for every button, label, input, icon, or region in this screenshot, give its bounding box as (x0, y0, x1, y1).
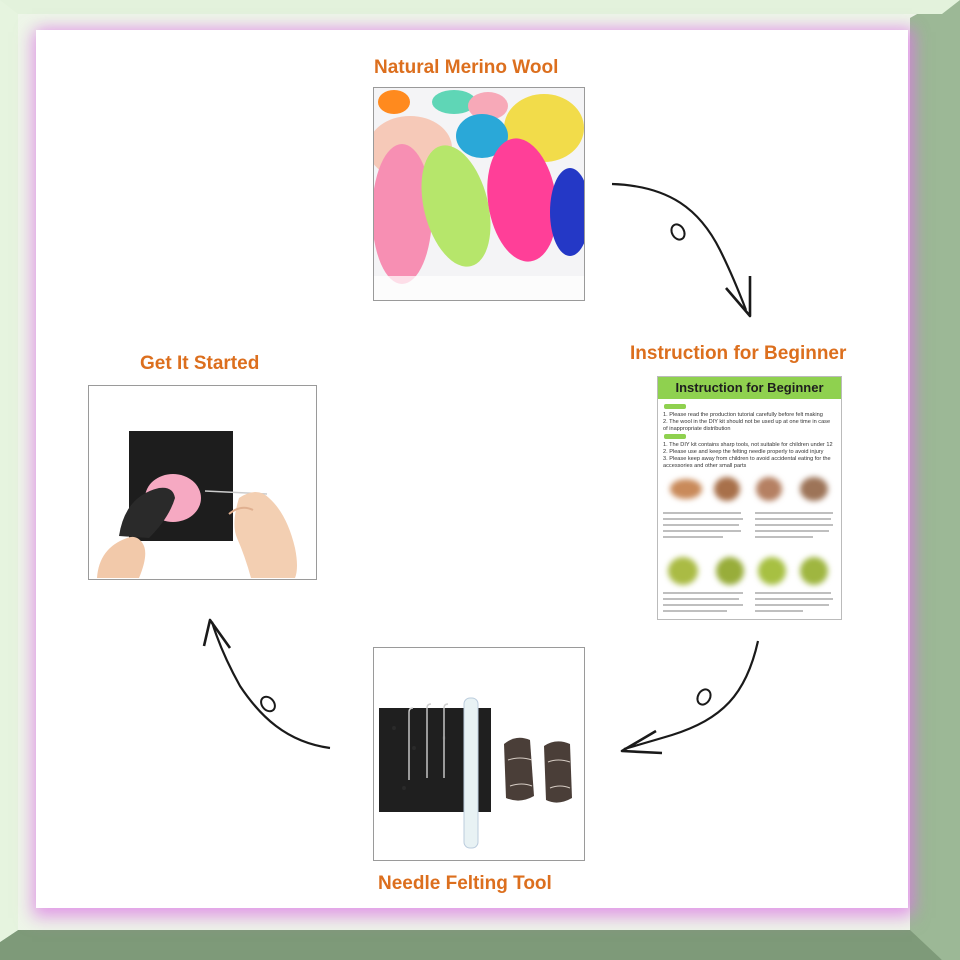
arrow-instruction-to-tool (620, 640, 760, 755)
felting-hands-illustration (89, 386, 316, 579)
merino-wool-photo (373, 87, 585, 301)
get-it-started-photo (88, 385, 317, 580)
arrow-tool-to-started (202, 618, 331, 750)
arrow-wool-to-instruction (611, 182, 752, 318)
sheet-notes-tag (664, 434, 686, 439)
sheet-tips-text: 1. Please read the production tutorial c… (663, 412, 831, 432)
title-instruction-for-beginner: Instruction for Beginner (630, 343, 847, 364)
wool-illustration (374, 88, 584, 300)
sheet-tips-tag (664, 404, 686, 409)
needle-felting-tool-photo (373, 647, 585, 861)
title-natural-merino-wool: Natural Merino Wool (374, 57, 559, 78)
instruction-sheet: Instruction for Beginner 1. Please read … (657, 376, 842, 620)
sheet-step-lines-1 (663, 512, 833, 538)
sheet-notes-text: 1. The DIY kit contains sharp tools, not… (663, 442, 833, 469)
felting-tool-illustration (374, 648, 584, 860)
sheet-heading: Instruction for Beginner (658, 377, 841, 399)
title-needle-felting-tool: Needle Felting Tool (378, 873, 552, 894)
sheet-step-lines-2 (663, 592, 833, 612)
title-get-it-started: Get It Started (140, 353, 260, 374)
